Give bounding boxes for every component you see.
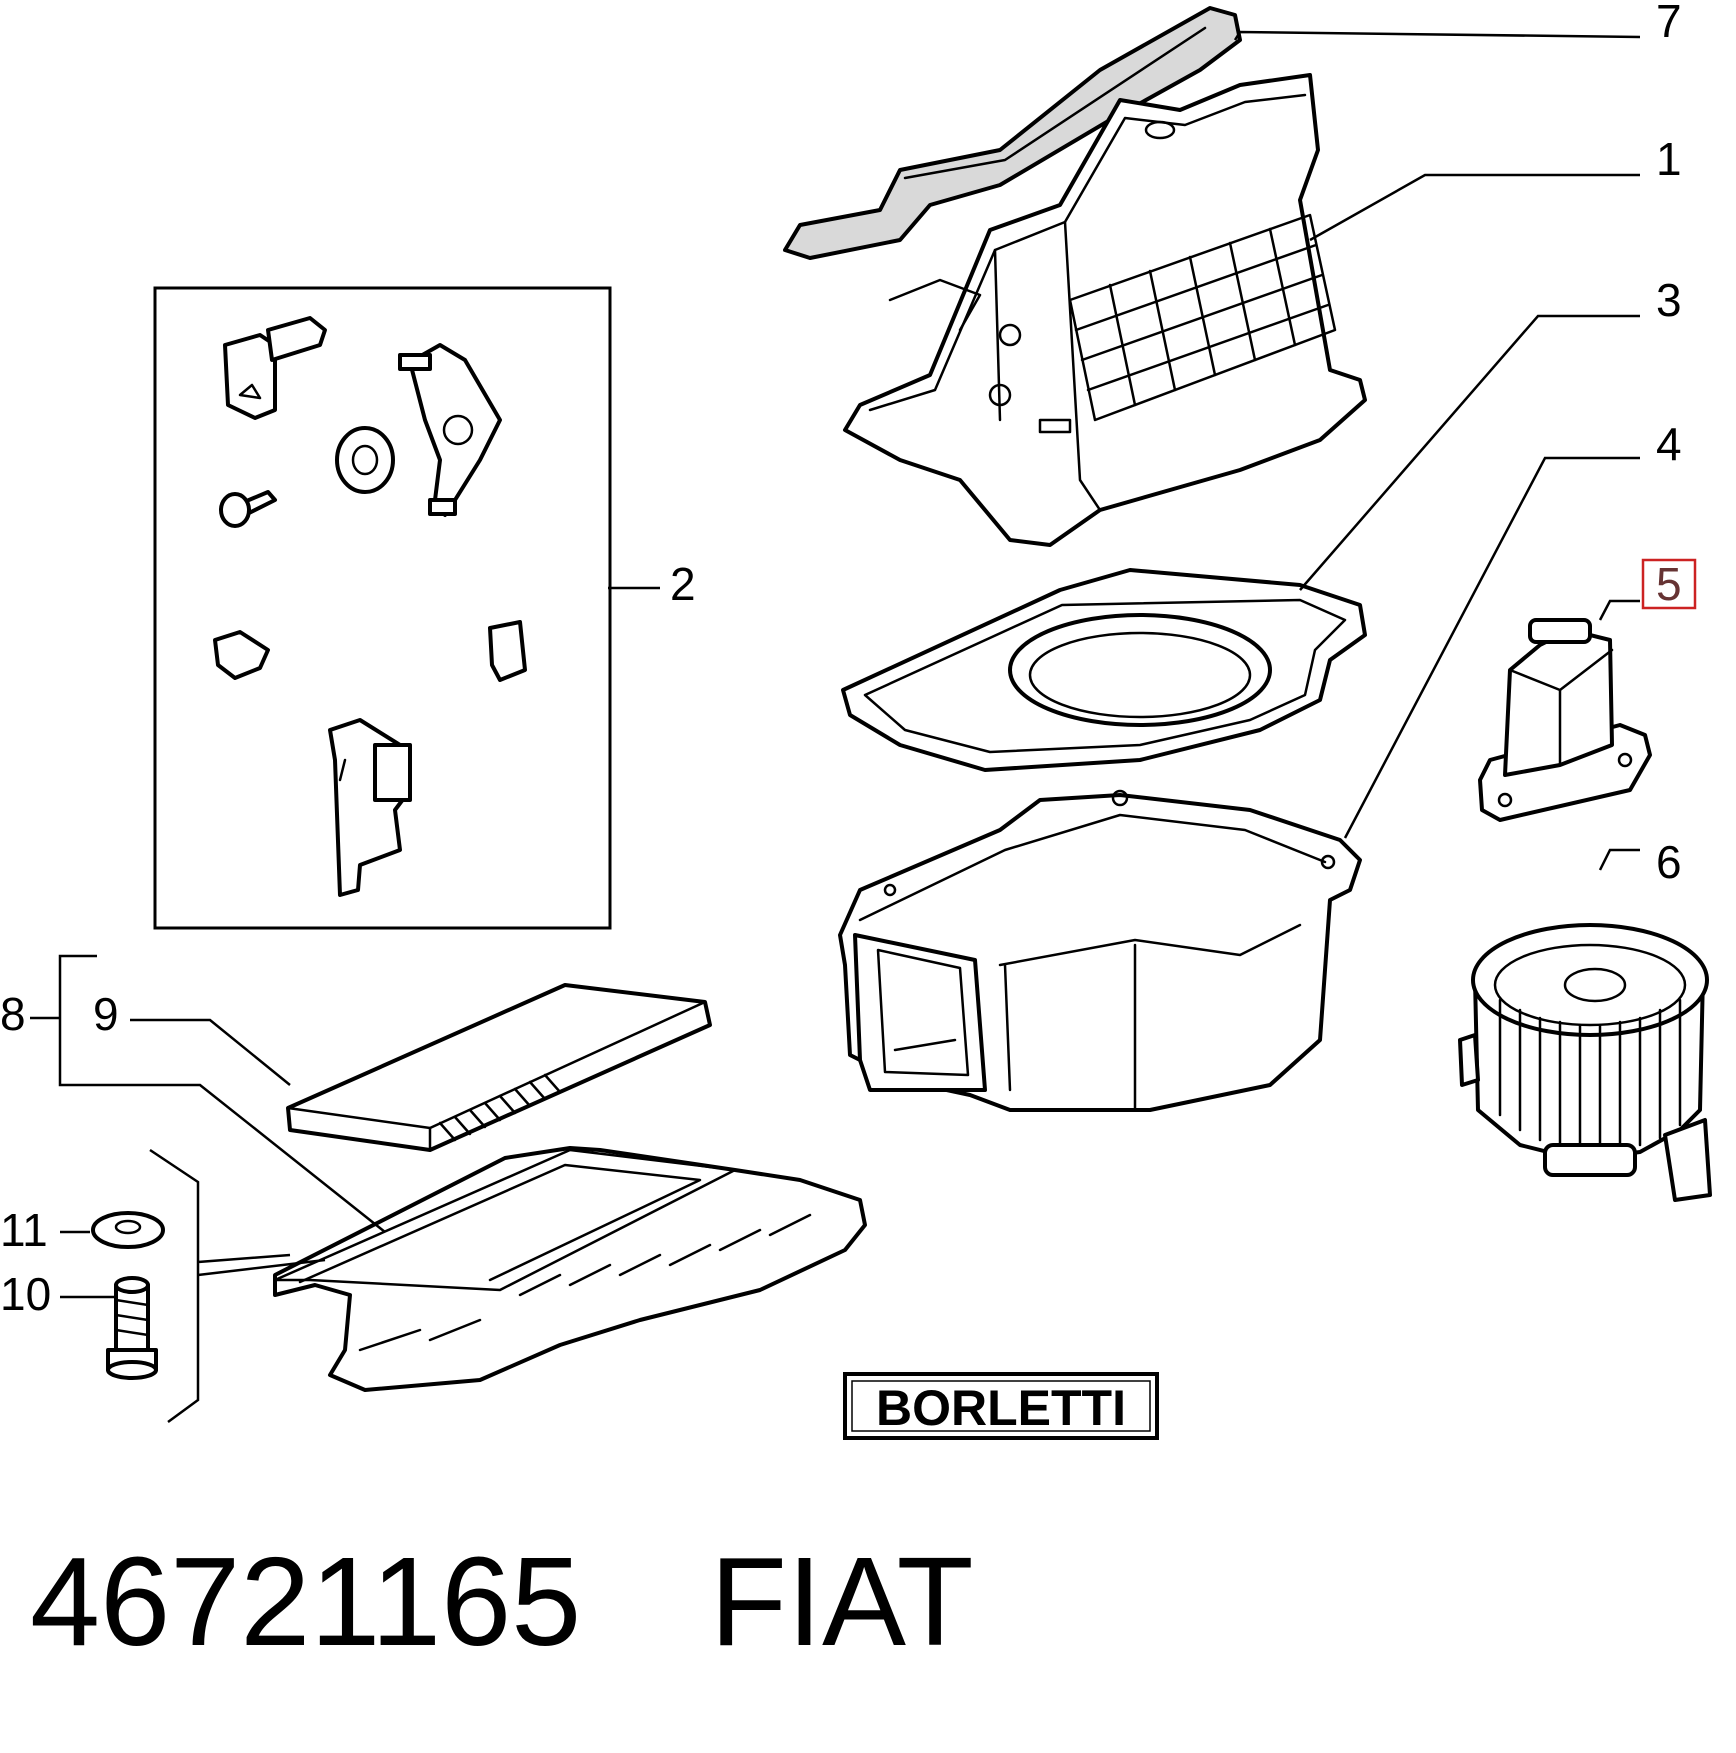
callout-11[interactable]: 11	[0, 1204, 48, 1256]
motor-fan-blades	[1498, 998, 1682, 1154]
part-4-blower-housing[interactable]	[838, 789, 1362, 1112]
brand-label: BORLETTI	[843, 1372, 1159, 1440]
callout-9[interactable]: 9	[93, 988, 119, 1040]
callout-3[interactable]: 3	[1656, 274, 1682, 326]
brand-label-frame	[843, 1372, 1159, 1440]
brand-label-text: BORLETTI	[876, 1380, 1126, 1436]
cover-ribs	[358, 1213, 812, 1352]
callout-4[interactable]: 4	[1656, 418, 1682, 470]
part-7-foam-seal[interactable]	[783, 6, 1242, 260]
part-5-blower-resistor[interactable]	[1478, 618, 1652, 822]
callout-10[interactable]: 10	[0, 1268, 51, 1320]
callout-6[interactable]: 6	[1656, 836, 1682, 888]
part-11-washer[interactable]	[91, 1211, 165, 1249]
part-1-upper-housing[interactable]	[843, 73, 1367, 547]
grille-vents	[1068, 213, 1337, 422]
kit-frame	[153, 286, 612, 930]
callout-1[interactable]: 1	[1656, 133, 1682, 185]
footer: 46721165 FIAT	[30, 1531, 974, 1672]
footer-part-number: 46721165	[30, 1531, 581, 1672]
part-3-gasket-plate[interactable]	[841, 568, 1367, 772]
part-10-bolt[interactable]	[106, 1276, 158, 1380]
part-2-fixing-kit[interactable]	[153, 286, 612, 930]
callout-5[interactable]: 5	[1656, 558, 1682, 610]
callout-2[interactable]: 2	[670, 558, 696, 610]
callout-8[interactable]: 8	[0, 988, 26, 1040]
filter-pleats	[438, 1073, 562, 1142]
leader-lines	[30, 30, 1641, 1424]
callout-7[interactable]: 7	[1656, 0, 1682, 47]
footer-make: FIAT	[710, 1531, 974, 1672]
callout-labels: 7 1 3 4 5 2 6 8 9 11 10	[0, 0, 1697, 1320]
part-6-blower-motor[interactable]	[1458, 923, 1712, 1202]
part-9-cabin-filter[interactable]	[286, 983, 712, 1152]
part-8-filter-cover[interactable]	[273, 1146, 867, 1392]
callout-5-highlight-box	[1641, 558, 1697, 610]
